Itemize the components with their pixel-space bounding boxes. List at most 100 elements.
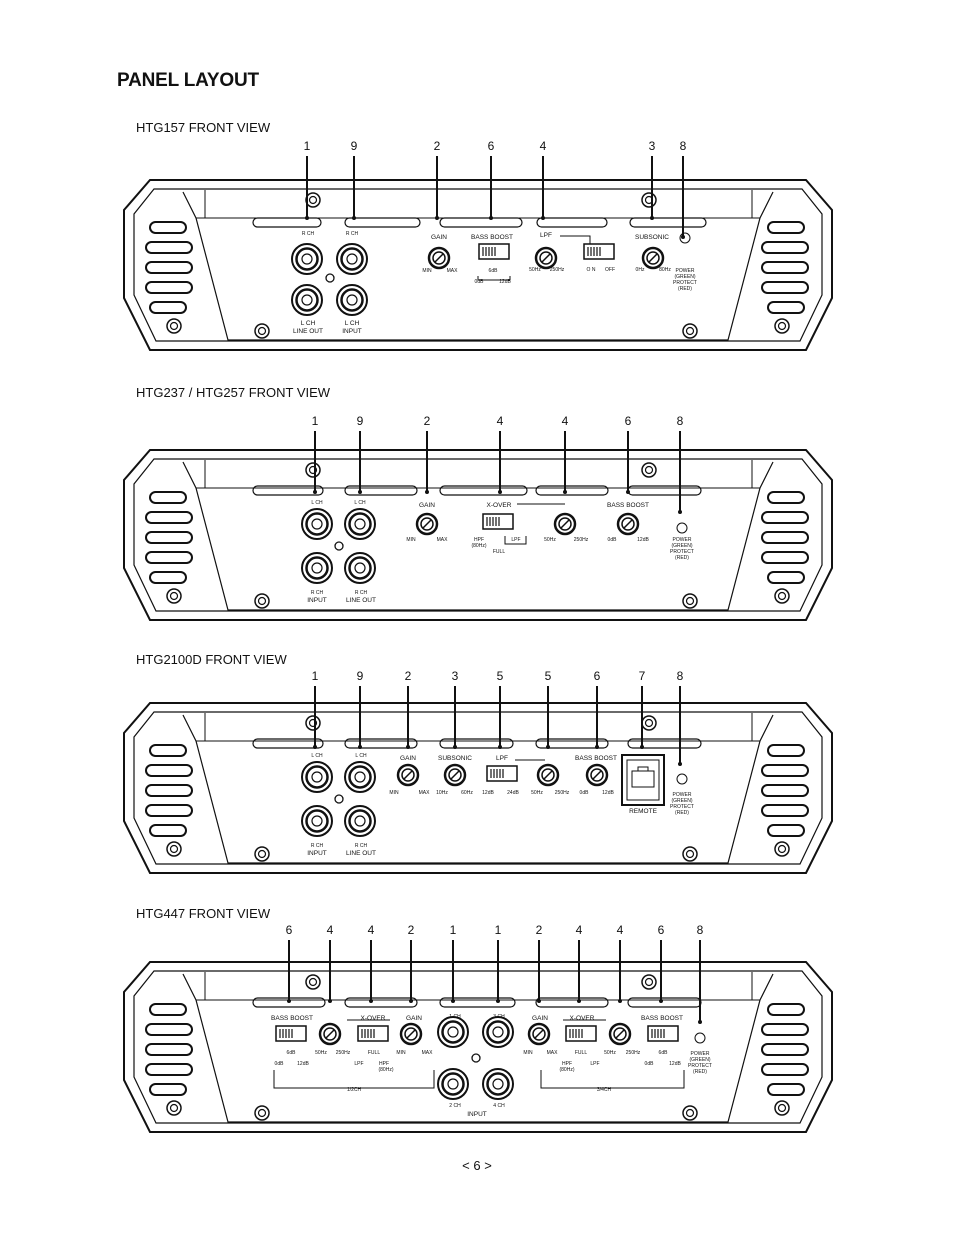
screw	[774, 841, 790, 857]
panel-label: 250Hz	[555, 790, 570, 796]
panel-label: 0dB	[580, 790, 590, 796]
control-knob-cap	[621, 517, 635, 531]
panel-label: (80Hz)	[559, 1067, 574, 1073]
rca-jack	[291, 243, 323, 275]
panel-label: 24dB	[507, 790, 519, 796]
panel-label: (80Hz)	[378, 1067, 393, 1073]
control-knob-pointer	[422, 519, 432, 529]
heat-sink-fin	[761, 804, 809, 817]
callout-number: 8	[697, 923, 704, 937]
label-slot	[439, 997, 516, 1008]
callout-dot	[678, 510, 682, 514]
label-slot	[344, 485, 418, 496]
panel-label: OFF	[605, 267, 615, 273]
panel-label: (GREEN)	[689, 1057, 710, 1063]
screw-center	[644, 718, 654, 728]
panel-label: O N	[587, 267, 596, 273]
heat-sink-fin	[149, 1083, 187, 1096]
label-slot	[344, 217, 421, 228]
chassis-outline	[123, 449, 833, 621]
control-knob	[415, 512, 439, 536]
panel-label: MAX	[422, 1050, 434, 1056]
control-knob-pointer	[560, 519, 570, 529]
control-knob-pointer	[543, 770, 553, 780]
panel-label: 250Hz	[336, 1050, 351, 1056]
panel-label: L CH	[355, 753, 367, 759]
face-plate-edge	[182, 191, 774, 341]
heat-sink-fin	[145, 511, 193, 524]
panel-label: MIN	[406, 537, 416, 543]
slide-switch	[478, 243, 510, 260]
screw	[774, 1100, 790, 1116]
page-title: PANEL LAYOUT	[117, 70, 259, 91]
rca-jack	[344, 552, 376, 584]
panel-label: SUBSONIC	[635, 234, 669, 241]
rca-jack	[344, 805, 376, 837]
screw	[305, 462, 321, 478]
rca-jack	[336, 243, 368, 275]
label-slot	[439, 738, 514, 749]
control-knob	[608, 1022, 632, 1046]
callout-dot	[409, 999, 413, 1003]
screw-center	[257, 326, 267, 336]
panel-label: INPUT	[307, 597, 327, 604]
rca-jack-ring	[441, 1020, 465, 1044]
rca-jack-pin	[311, 518, 323, 530]
panel-label: (RED)	[693, 1069, 707, 1075]
label-slot	[629, 217, 707, 228]
callout-number: 3	[649, 139, 656, 153]
slide-switch	[565, 1025, 597, 1042]
panel-label: 50Hz	[531, 790, 543, 796]
heat-sink-fin	[145, 241, 193, 254]
screw	[254, 323, 270, 339]
panel-label: R CH	[302, 231, 315, 237]
heat-sink-fin	[767, 301, 805, 314]
heat-sink-fin	[767, 1083, 805, 1096]
label-slot	[627, 738, 702, 749]
callout-dot	[595, 745, 599, 749]
heat-sink-fin	[767, 221, 805, 234]
slide-switch	[482, 513, 514, 530]
control-knob	[443, 763, 467, 787]
heat-sink-fin	[767, 744, 805, 757]
rca-jack-pin	[492, 1026, 504, 1038]
bracket	[477, 276, 511, 281]
heat-sink-fin	[145, 281, 193, 294]
callout-dot	[453, 745, 457, 749]
callout-number: 2	[434, 139, 441, 153]
face-plate-edge	[182, 714, 774, 864]
screw-center	[308, 977, 318, 987]
control-knob-cap	[613, 1027, 627, 1041]
callout-dot	[537, 999, 541, 1003]
power-led	[679, 232, 691, 244]
control-knob-pointer	[403, 770, 413, 780]
heat-sink-fin	[145, 1023, 193, 1036]
screw	[254, 593, 270, 609]
callout-dot	[425, 490, 429, 494]
callout-number: 6	[286, 923, 293, 937]
rca-jack	[336, 284, 368, 316]
panel-label: MIN	[422, 268, 432, 274]
chassis-outline	[123, 961, 833, 1133]
heat-sink-fin	[767, 491, 805, 504]
screw-center	[644, 977, 654, 987]
panel-label: MAX	[437, 537, 449, 543]
panel-label: 50Hz	[529, 267, 541, 273]
heat-sink-fin	[761, 261, 809, 274]
panel-label: L CH	[301, 320, 316, 327]
control-knob-cap	[646, 251, 660, 265]
panel-label: X-OVER	[570, 1015, 595, 1022]
control-knob-cap	[590, 768, 604, 782]
slide-switch	[486, 765, 518, 782]
control-knob-pointer	[534, 1029, 544, 1039]
face-plate-edge	[182, 461, 774, 611]
panel-label: PROTECT	[670, 549, 694, 555]
rca-jack-pin	[301, 253, 313, 265]
screw	[641, 462, 657, 478]
heat-sink-fin	[761, 1023, 809, 1036]
heat-sink-fin	[145, 531, 193, 544]
screw-center	[685, 1108, 695, 1118]
rca-jack-pin	[311, 562, 323, 574]
